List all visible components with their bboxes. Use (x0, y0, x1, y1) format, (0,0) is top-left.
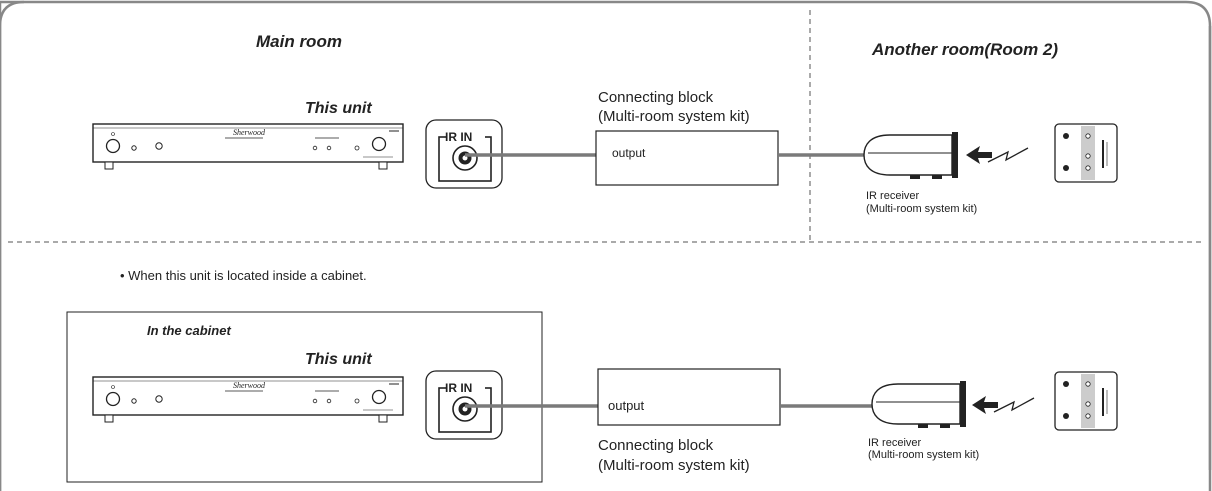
this-unit-label-cabinet: This unit (305, 351, 372, 368)
connecting-block (595, 130, 779, 186)
another-room-heading: Another room(Room 2) (871, 40, 1058, 59)
ir-arrow-icon (966, 146, 992, 164)
connecting-block-label-1: Connecting block (598, 89, 714, 106)
in-the-cabinet-label: In the cabinet (147, 323, 231, 338)
ir-receiver-label-2: (Multi-room system kit) (866, 203, 977, 215)
connecting-block-label-2: (Multi-room system kit) (598, 108, 750, 125)
ir-receiver-icon (863, 131, 959, 180)
ir-signal-icon-cabinet (993, 397, 1035, 413)
connecting-block-label-cabinet-1: Connecting block (598, 437, 714, 454)
this-unit-label: This unit (305, 100, 372, 117)
output-label-cabinet: output (608, 398, 645, 413)
cabinet-note: • When this unit is located inside a cab… (120, 268, 367, 283)
ir-receiver-label-cabinet-2: (Multi-room system kit) (868, 449, 979, 461)
ir-receiver-label-1: IR receiver (866, 190, 920, 202)
connecting-block-label-cabinet-2: (Multi-room system kit) (598, 457, 750, 474)
remote-control-icon (1054, 123, 1118, 183)
unit-front-panel-cabinet (92, 376, 404, 423)
ir-in-label: IR IN (445, 130, 472, 144)
ir-receiver-label-cabinet-1: IR receiver (868, 437, 922, 449)
ir-arrow-icon-cabinet (972, 396, 998, 414)
remote-control-icon-cabinet (1054, 371, 1118, 431)
unit-front-panel (92, 123, 404, 170)
ir-in-label-cabinet: IR IN (445, 381, 472, 395)
main-room-heading: Main room (256, 32, 342, 51)
connecting-block-cabinet (597, 368, 781, 426)
output-label: output (612, 146, 646, 160)
ir-signal-icon (987, 147, 1029, 163)
ir-receiver-icon-cabinet (871, 380, 967, 429)
